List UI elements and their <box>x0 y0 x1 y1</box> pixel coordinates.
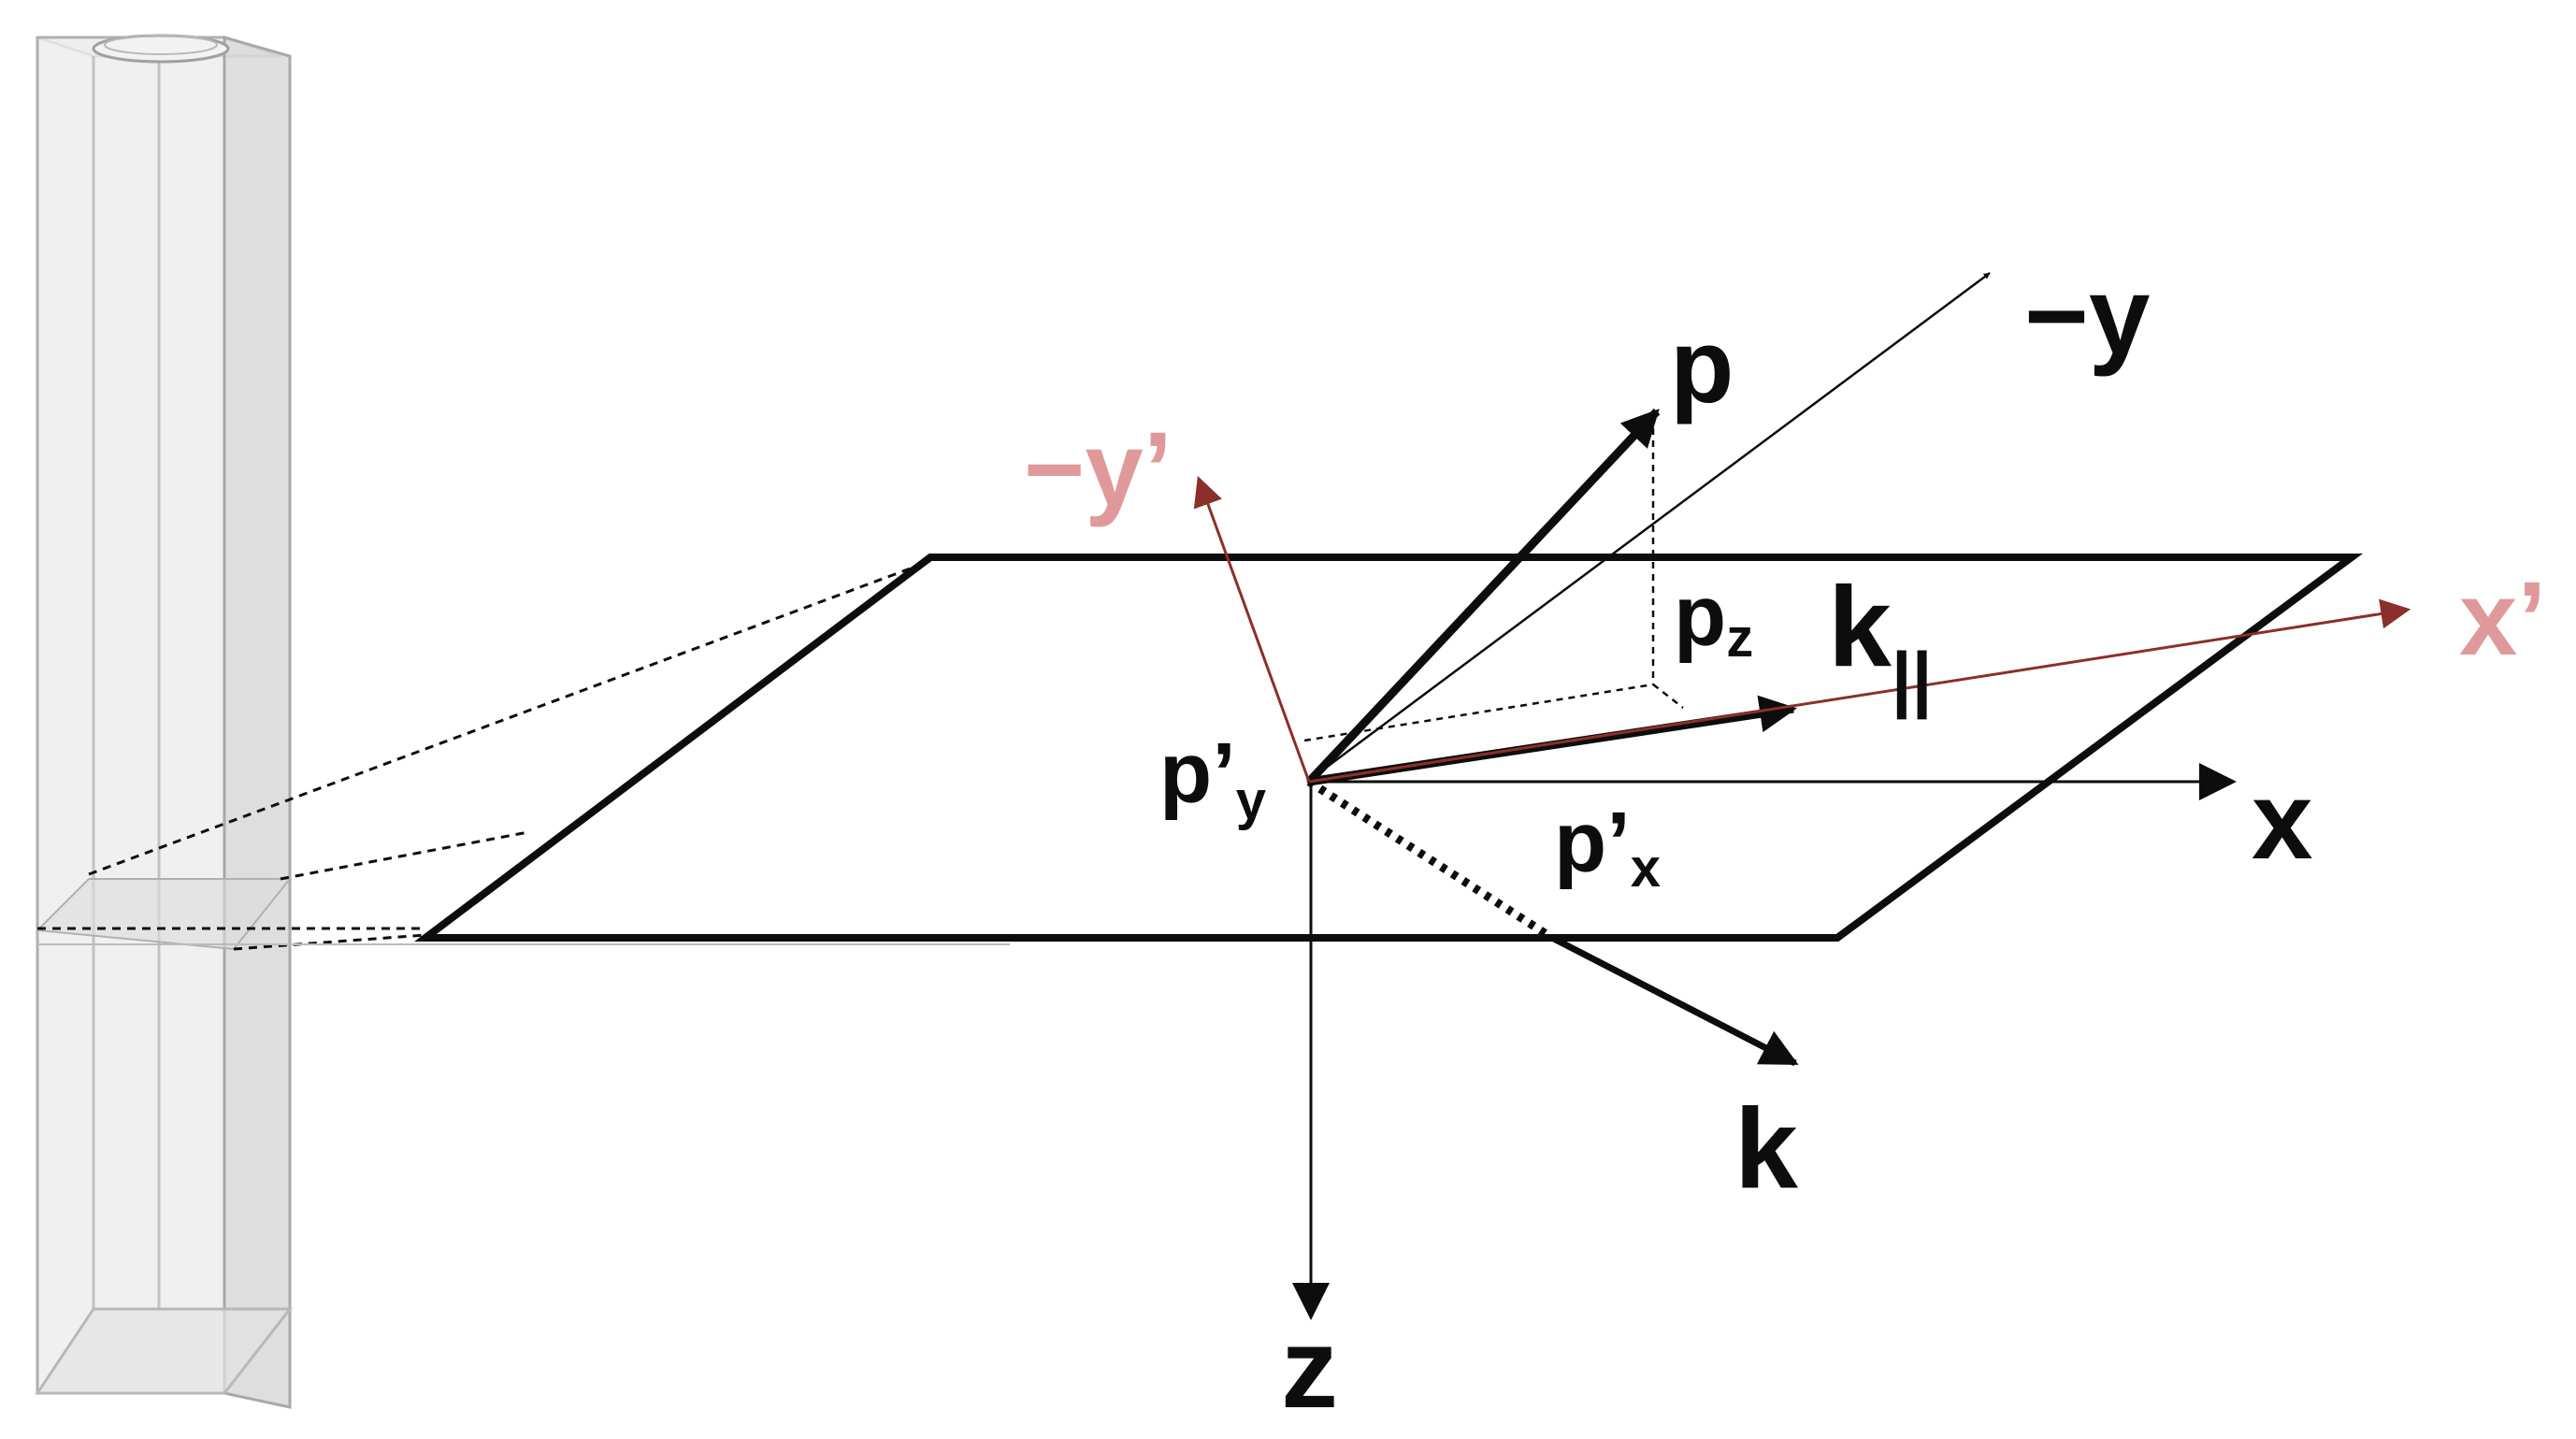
label-p-prime-x-sub: x <box>1631 838 1661 899</box>
label-p-prime-y: p’y <box>1159 726 1266 831</box>
labels: −y p −y’ pz k|| x’ p’y x p’x k z <box>1024 254 2546 1432</box>
cuvette <box>35 34 294 1409</box>
label-k-parallel-sub: || <box>1892 637 1933 719</box>
label-p-prime-y-sub: y <box>1236 770 1266 831</box>
axes <box>1193 271 2411 1320</box>
label-p-prime-x-main: p’ <box>1554 795 1631 890</box>
k-vector <box>1550 934 1799 1067</box>
guide-lines <box>1303 416 1684 742</box>
neg-y-axis <box>1306 271 1991 784</box>
x-prime-axis <box>1308 598 2411 784</box>
label-p-z: pz <box>1674 568 1753 669</box>
label-z: z <box>1281 1304 1338 1432</box>
label-k-parallel: k|| <box>1828 563 1933 719</box>
p-vector <box>1305 408 1661 785</box>
label-k-parallel-main: k <box>1828 563 1892 690</box>
label-neg-y-prime: −y’ <box>1024 410 1173 527</box>
k-vector-dotted <box>1306 778 1555 942</box>
label-p: p <box>1670 308 1734 425</box>
label-x: x <box>2252 759 2313 883</box>
label-p-prime-y-main: p’ <box>1159 726 1236 821</box>
label-p-z-main: p <box>1674 568 1726 664</box>
cuvette-side-face <box>223 36 292 1409</box>
projection-lines <box>37 559 931 951</box>
label-p-z-sub: z <box>1726 608 1753 669</box>
cuvette-cap-inner <box>104 35 218 55</box>
cuvette-light-sheet-slice <box>35 878 293 951</box>
cuvette-front-face <box>36 36 226 1395</box>
label-k: k <box>1734 1085 1798 1212</box>
label-neg-y: −y <box>2024 254 2151 378</box>
cuvette-bottom-face <box>35 1307 294 1395</box>
neg-y-prime-axis <box>1193 475 1311 783</box>
scattering-plane <box>414 554 2364 942</box>
label-p-prime-x: p’x <box>1554 795 1661 899</box>
label-x-prime: x’ <box>2459 560 2546 677</box>
